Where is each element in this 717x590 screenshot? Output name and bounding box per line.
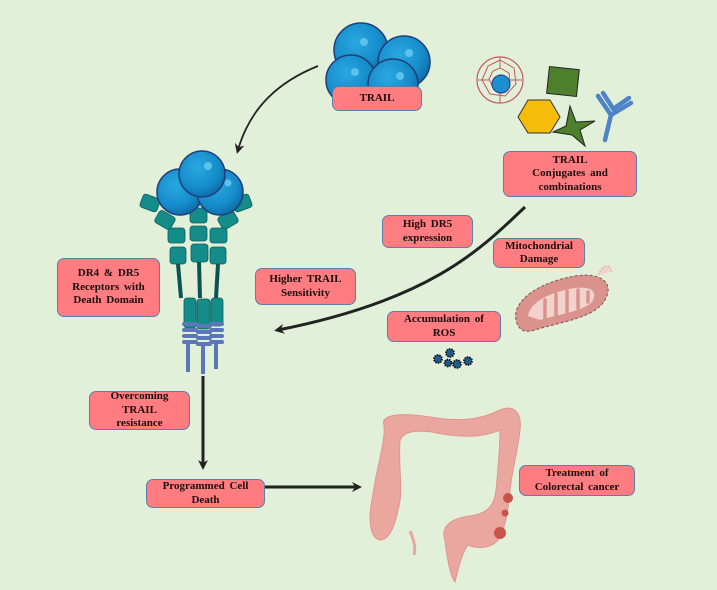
- high-dr5-line-2: expression: [402, 231, 453, 244]
- antibody-icon: [595, 90, 634, 143]
- trail-label: TRAIL: [332, 86, 422, 111]
- cell-death-line-2: Death: [191, 493, 220, 506]
- treatment-label: Treatment of Colorectal cancer: [519, 465, 635, 496]
- mito-line-1: Mitochondrial: [505, 239, 573, 252]
- death-receptor-icon: [139, 150, 253, 374]
- cell-death-line-1: Programmed Cell: [162, 480, 249, 492]
- sensitivity-line-2: Sensitivity: [281, 286, 330, 299]
- square-icon: [546, 65, 580, 98]
- receptors-line-2: Receptors with: [72, 280, 145, 293]
- high-dr5-line-1: High DR5: [402, 218, 453, 230]
- treatment-line-1: Treatment of: [545, 467, 609, 479]
- arrows: [198, 65, 527, 492]
- mitochondrial-damage-label: Mitochondrial Damage: [493, 238, 585, 268]
- ros-accumulation-label: Accumulation of ROS: [387, 311, 501, 342]
- overcoming-line-3: resistance: [116, 417, 163, 430]
- conjugates-line-3: combinations: [538, 180, 602, 193]
- treatment-line-2: Colorectal cancer: [534, 480, 620, 493]
- conjugates-line-1: TRAIL: [552, 153, 588, 166]
- trail-label-text: TRAIL: [359, 91, 395, 104]
- arrow-conjugates-to-receptor: [274, 205, 527, 334]
- colon-icon: [369, 407, 521, 584]
- sensitivity-line-1: Higher TRAIL: [269, 273, 342, 285]
- mitochondria-icon: [515, 265, 613, 332]
- hexagon-icon: [517, 99, 561, 134]
- overcoming-line-1: Overcoming: [110, 390, 169, 403]
- programmed-cell-death-label: Programmed Cell Death: [146, 479, 265, 508]
- arrow-trail-to-receptor: [234, 65, 319, 154]
- ros-line-1: Accumulation of: [404, 313, 484, 325]
- ros-particles-icon: [433, 348, 473, 369]
- higher-sensitivity-label: Higher TRAIL Sensitivity: [255, 268, 356, 305]
- trail-conjugates-label: TRAIL Conjugates and combinations: [503, 151, 637, 197]
- receptors-label: DR4 & DR5 Receptors with Death Domain: [57, 258, 160, 317]
- fullerene-nanoparticle-icon: [476, 56, 524, 104]
- star-icon: [551, 104, 596, 148]
- receptors-line-1: DR4 & DR5: [77, 267, 140, 280]
- high-dr5-label: High DR5 expression: [382, 215, 473, 248]
- conjugates-line-2: Conjugates and: [532, 167, 608, 180]
- mito-line-2: Damage: [519, 253, 559, 265]
- ros-line-2: ROS: [432, 326, 456, 339]
- overcoming-line-2: TRAIL: [122, 403, 157, 416]
- receptors-line-3: Death Domain: [73, 294, 144, 307]
- overcoming-resistance-label: Overcoming TRAIL resistance: [89, 390, 190, 430]
